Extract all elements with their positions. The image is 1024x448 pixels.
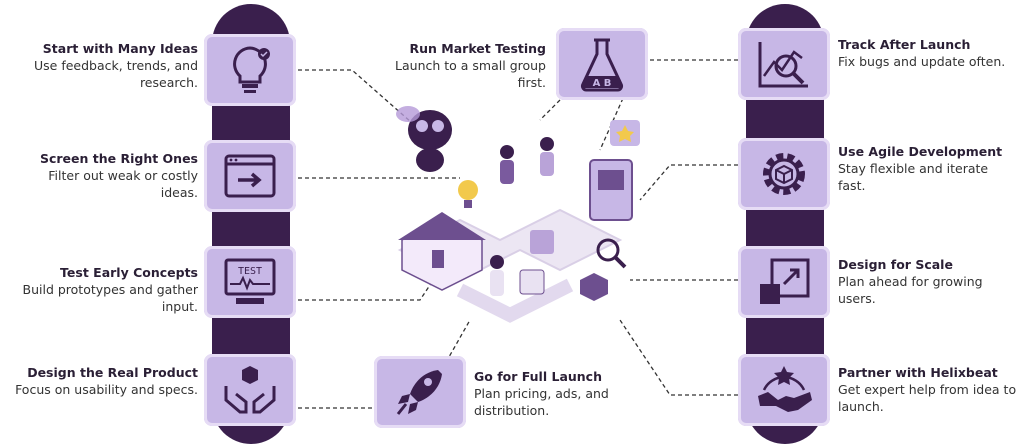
rocket-icon: [396, 370, 442, 415]
lightbulb-icon: [458, 180, 478, 208]
partner-title: Partner with Helixbeat: [838, 365, 998, 380]
central-illustration: [396, 106, 640, 323]
partner-desc: Get expert help from idea to launch.: [838, 382, 1017, 414]
chart-magnifier-icon: [758, 42, 808, 88]
partner-tile: [738, 354, 830, 426]
screen-tile: [204, 140, 296, 212]
agile-label: Use Agile Development Stay flexible and …: [838, 143, 1018, 194]
agile-desc: Stay flexible and iterate fast.: [838, 161, 989, 193]
cube-icon: [580, 273, 608, 301]
screen-desc: Filter out weak or costly ideas.: [48, 168, 198, 200]
track-title: Track After Launch: [838, 37, 971, 52]
test-label: Test Early Concepts Build prototypes and…: [20, 264, 199, 315]
browser-arrow-icon: [224, 154, 276, 198]
flask-ab-text: A B: [593, 78, 612, 89]
market-label: Run Market Testing Launch to a small gro…: [380, 40, 546, 91]
star-badge-icon: [610, 120, 640, 146]
screen-label: Screen the Right Ones Filter out weak or…: [20, 150, 198, 201]
scale-desc: Plan ahead for growing users.: [838, 274, 983, 306]
bee-mascot-icon: [396, 106, 452, 172]
test-title: Test Early Concepts: [60, 265, 198, 280]
test-desc: Build prototypes and gather input.: [22, 282, 199, 314]
screen-title: Screen the Right Ones: [39, 151, 198, 166]
agile-title: Use Agile Development: [838, 144, 1003, 159]
track-label: Track After Launch Fix bugs and update o…: [838, 36, 1018, 70]
path-segment: [456, 278, 574, 323]
ideas-label: Start with Many Ideas Use feedback, tren…: [20, 40, 198, 91]
ideas-desc: Use feedback, trends, and research.: [34, 58, 198, 90]
dashboard-panel-icon: [589, 159, 633, 221]
monitor-test-icon: TEST: [224, 258, 276, 304]
scale-arrow-icon: [760, 258, 810, 304]
test-tile: TEST: [204, 246, 296, 318]
hands-box-icon: [224, 366, 276, 414]
market-tile: A B: [556, 28, 648, 100]
lightbulb-gear-icon: [233, 46, 270, 93]
launch-tile: [374, 356, 466, 428]
scale-tile: [738, 246, 830, 318]
ideas-title: Start with Many Ideas: [42, 41, 198, 56]
people-figures: [490, 137, 554, 296]
flask-ab-icon: A B: [580, 38, 624, 92]
handshake-star-icon: [758, 366, 812, 412]
test-screen-text: TEST: [238, 266, 262, 277]
launch-title: Go for Full Launch: [474, 369, 602, 384]
partner-label: Partner with Helixbeat Get expert help f…: [838, 364, 1018, 415]
launch-label: Go for Full Launch Plan pricing, ads, an…: [474, 368, 624, 419]
gear-cube-icon: [763, 153, 805, 195]
small-card-icon: [530, 230, 554, 254]
track-tile: [738, 28, 830, 100]
house-icon: [398, 212, 486, 291]
design-label: Design the Real Product Focus on usabili…: [10, 364, 198, 398]
scale-title: Design for Scale: [838, 257, 953, 272]
tablet-icon: [519, 269, 545, 295]
market-title: Run Market Testing: [409, 41, 547, 56]
ideas-tile: [204, 34, 296, 106]
launch-desc: Plan pricing, ads, and distribution.: [474, 386, 609, 418]
design-tile: [204, 354, 296, 426]
track-desc: Fix bugs and update often.: [838, 54, 1006, 69]
design-desc: Focus on usability and specs.: [15, 382, 198, 397]
design-title: Design the Real Product: [27, 365, 198, 380]
agile-tile: [738, 138, 830, 210]
scale-label: Design for Scale Plan ahead for growing …: [838, 256, 1018, 307]
market-desc: Launch to a small group first.: [395, 58, 546, 90]
magnifier-icon: [596, 238, 627, 269]
